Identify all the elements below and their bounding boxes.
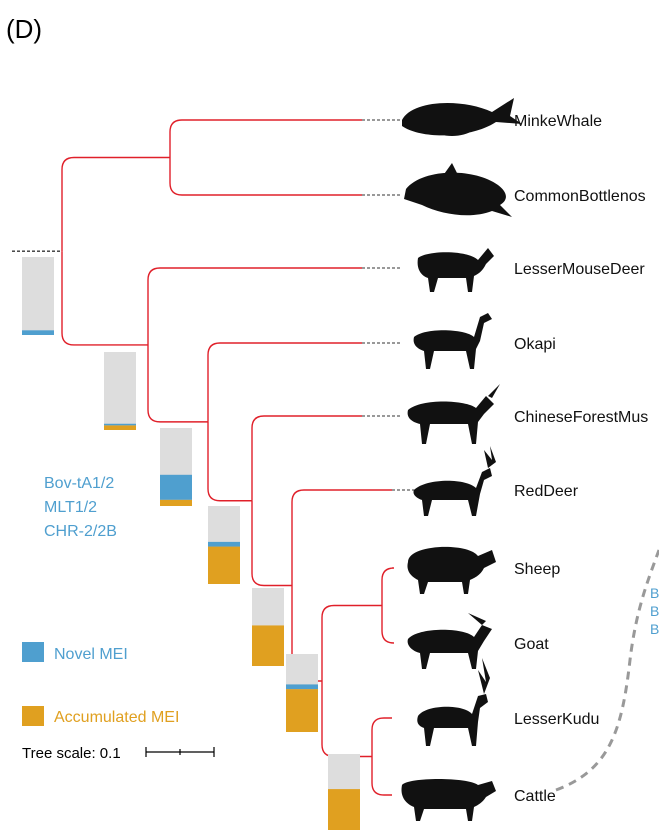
okapi-icon: [414, 313, 492, 369]
musk-deer-icon: [408, 384, 500, 444]
sheep-icon: [407, 547, 496, 594]
clade-reddeer-bovidae: [292, 490, 392, 681]
mei-bar-reddeer-split: [252, 588, 284, 666]
leaf-connectors: [362, 120, 430, 490]
bar-accumulated: [160, 500, 192, 506]
goat-icon-shape: [408, 613, 492, 669]
species-label: LesserMouseDeer: [514, 261, 645, 278]
phylogenetic-tree: [12, 120, 394, 795]
annotation-line-2: MLT1/2: [44, 499, 97, 516]
legend-accumulated-swatch: [22, 706, 44, 726]
legend: Novel MEI Accumulated MEI: [22, 642, 179, 726]
species-label: LesserKudu: [514, 711, 599, 728]
bar-accumulated: [252, 625, 284, 666]
legend-accumulated-label: Accumulated MEI: [54, 709, 179, 726]
clade-ruminantia: [148, 268, 362, 422]
species-label: Cattle: [514, 788, 556, 805]
mei-bar-bovidae: [286, 654, 318, 732]
whale-icon-shape: [402, 98, 522, 136]
mouse-deer-icon-shape: [418, 248, 494, 292]
mei-bar-bovinae: [328, 754, 360, 830]
bar-accumulated: [208, 547, 240, 584]
species-label: CommonBottlenos: [514, 188, 646, 205]
species-label: Goat: [514, 636, 549, 653]
dashed-link-curve: [556, 550, 659, 790]
tree-scale-bar: [146, 747, 214, 757]
goat-icon: [408, 613, 492, 669]
kudu-icon: [417, 658, 490, 746]
cattle-icon-shape: [402, 779, 497, 821]
species-label: RedDeer: [514, 483, 579, 500]
clade-bovidae: [322, 606, 382, 757]
tree-scale: Tree scale: 0.1: [22, 745, 214, 762]
legend-novel-label: Novel MEI: [54, 646, 128, 663]
clade-kudu-cattle: [372, 718, 392, 795]
mei-bar-ruminant-root: [22, 257, 54, 335]
cut-text-1: B: [650, 585, 659, 601]
species-label: MinkeWhale: [514, 113, 602, 130]
clade-cetacea: [170, 120, 362, 195]
musk-deer-icon-shape: [408, 384, 500, 444]
bar-background: [22, 257, 54, 335]
mei-bar-pecora: [104, 352, 136, 430]
bar-accumulated: [328, 789, 360, 830]
species-silhouettes: [402, 98, 523, 821]
bar-novel: [286, 684, 318, 689]
bar-novel: [22, 330, 54, 335]
clade-musk: [252, 416, 362, 586]
bar-accumulated: [104, 425, 136, 430]
okapi-icon-shape: [414, 313, 492, 369]
bar-accumulated: [286, 689, 318, 732]
species-labels: MinkeWhaleCommonBottlenosLesserMouseDeer…: [514, 113, 648, 805]
cattle-icon: [402, 779, 497, 821]
dolphin-icon-shape: [404, 163, 512, 217]
cut-text-2: B: [650, 603, 659, 619]
mei-bar-okapi-split: [160, 428, 192, 506]
mouse-deer-icon: [418, 248, 494, 292]
bar-background: [104, 352, 136, 430]
clade-sheep-goat: [382, 568, 394, 643]
red-deer-icon: [413, 446, 496, 516]
panel-label: (D): [6, 14, 42, 44]
species-label: Okapi: [514, 336, 556, 353]
kudu-icon-shape: [417, 658, 490, 746]
tree-scale-label: Tree scale: 0.1: [22, 745, 121, 762]
sheep-icon-shape: [407, 547, 496, 594]
annotation-line-1: Bov-tA1/2: [44, 475, 114, 492]
red-deer-icon-shape: [413, 446, 496, 516]
bar-novel: [208, 542, 240, 547]
whale-icon: [402, 98, 522, 136]
dolphin-icon: [404, 163, 512, 217]
species-label: ChineseForestMus: [514, 409, 648, 426]
legend-novel-swatch: [22, 642, 44, 662]
clade-root: [62, 158, 170, 345]
species-label: Sheep: [514, 561, 560, 578]
clade-okapi: [208, 343, 362, 501]
cut-text-3: B: [650, 621, 659, 637]
bar-novel: [104, 424, 136, 426]
annotation-line-3: CHR-2/2B: [44, 523, 117, 540]
bar-novel: [160, 475, 192, 500]
mei-bar-musk-split: [208, 506, 240, 584]
